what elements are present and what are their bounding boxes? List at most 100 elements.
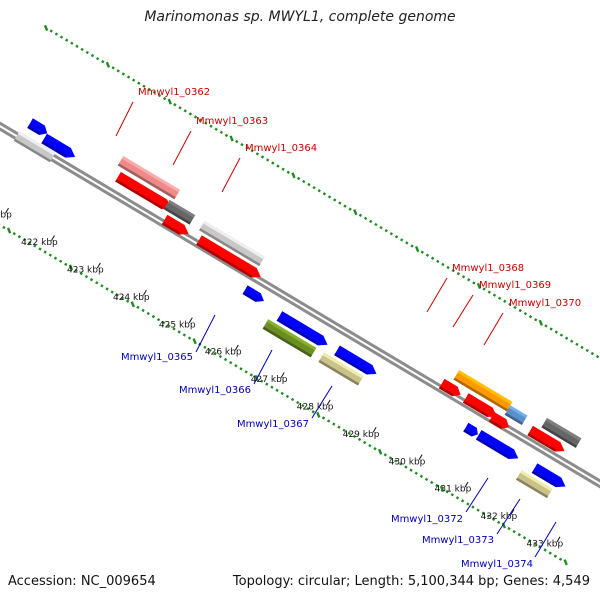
bottom-cds-0367-highlight	[338, 345, 373, 368]
gc-line-upper-dot	[312, 186, 316, 190]
bottom-cds-0373[interactable]	[475, 430, 519, 460]
gc-line-lower-dot	[22, 238, 27, 242]
gc-line-upper-dot	[255, 152, 260, 156]
gene-features	[13, 118, 582, 499]
gc-line-lower-dot	[79, 271, 83, 276]
gc-line-lower-dot	[404, 465, 408, 469]
gc-line-lower-dot	[399, 462, 403, 466]
bottom-cds-0374[interactable]	[531, 463, 566, 488]
kbp-tick-label: 422 kbp	[21, 238, 58, 248]
top-feature-0370-highlight	[545, 417, 582, 441]
gc-line-upper-dot	[235, 139, 239, 144]
gc-line-lower-dot	[527, 539, 532, 543]
gc-line-upper-dot	[358, 213, 363, 217]
backbone-lower	[0, 127, 600, 489]
bottom-cds-0366[interactable]	[276, 311, 328, 346]
top-cds-0368a[interactable]	[438, 378, 461, 397]
gc-line-lower-dot	[543, 548, 547, 552]
gene-label-mmwyl1_0374[interactable]: Mmwyl1_0374	[461, 559, 533, 570]
gc-line-upper-dot	[90, 53, 95, 58]
top-feature-0370[interactable]	[541, 417, 582, 448]
bottom-cds-small[interactable]	[242, 285, 264, 302]
gc-line-lower-dot	[28, 241, 32, 245]
top-cds-0368b[interactable]	[462, 393, 497, 418]
gc-line-upper-dot	[333, 198, 337, 202]
top-cds-0370[interactable]	[527, 425, 565, 452]
gene-label-mmwyl1_0366[interactable]: Mmwyl1_0366	[179, 385, 251, 396]
gc-line-upper-dot	[188, 112, 193, 116]
gc-line-upper-dot	[430, 256, 435, 260]
top-cds-0363[interactable]	[161, 214, 189, 235]
kbp-tick-mark	[50, 235, 55, 241]
gc-line-upper-dot	[296, 176, 301, 181]
gene-label-mmwyl1_0362[interactable]: Mmwyl1_0362	[138, 87, 210, 98]
gc-line-lower-dot	[167, 324, 171, 328]
bottom-label-leader	[253, 349, 273, 385]
gc-line-upper-dot	[482, 287, 486, 291]
gene-label-mmwyl1_0368[interactable]: Mmwyl1_0368	[452, 263, 524, 274]
gene-label-mmwyl1_0365[interactable]: Mmwyl1_0365	[121, 352, 193, 363]
gc-line-upper-dot	[116, 69, 120, 73]
gc-line-upper-dot	[513, 305, 517, 310]
gene-label-mmwyl1_0363[interactable]: Mmwyl1_0363	[196, 116, 268, 127]
top-cds-0362[interactable]	[115, 171, 172, 210]
gc-line-lower-dot	[17, 235, 22, 239]
gc-line-lower-dot	[337, 425, 341, 429]
gc-line-upper-dot	[461, 275, 466, 279]
edge-gene-blue-1[interactable]	[27, 118, 48, 136]
gene-labels[interactable]: Mmwyl1_0362Mmwyl1_0363Mmwyl1_0364Mmwyl1_…	[115, 87, 581, 570]
map-title: Marinomonas sp. MWYL1, complete genome	[144, 9, 456, 25]
gc-line-upper-dot	[549, 327, 553, 331]
gc-line-lower-dot	[53, 256, 58, 260]
bottom-feature-0374[interactable]	[515, 470, 553, 499]
top-feature-0364[interactable]	[199, 220, 265, 267]
gene-label-mmwyl1_0369[interactable]: Mmwyl1_0369	[479, 280, 551, 291]
gc-line-lower-dot	[162, 321, 166, 325]
gc-line-lower-dot	[332, 422, 336, 426]
bottom-feature-0374-highlight	[520, 470, 553, 492]
gc-line-lower-dot	[409, 468, 413, 472]
top-feature-0369[interactable]	[504, 405, 528, 426]
bottom-cds-0373-highlight	[480, 430, 515, 453]
gene-label-mmwyl1_0364[interactable]: Mmwyl1_0364	[245, 143, 317, 154]
gc-line-lower-dot	[563, 559, 568, 566]
top-cds-0364[interactable]	[196, 235, 261, 278]
gene-label-mmwyl1_0367[interactable]: Mmwyl1_0367	[237, 419, 309, 430]
kbp-tick-mark	[96, 262, 101, 269]
gc-line-lower-dot	[229, 361, 233, 365]
gene-label-mmwyl1_0370[interactable]: Mmwyl1_0370	[509, 298, 581, 309]
bottom-label-leader	[311, 385, 333, 419]
gc-line-lower-dot	[296, 400, 300, 405]
top-feature-0368[interactable]	[453, 370, 513, 412]
gc-line-lower-dot	[373, 447, 377, 451]
top-cds-0369[interactable]	[488, 412, 509, 429]
gc-line-upper-dot	[178, 106, 182, 110]
bottom-cds-small-2-shadow	[463, 429, 473, 437]
top-feature-0362-shadow	[117, 163, 176, 200]
gc-line-lower-dot	[239, 367, 243, 371]
gc-line-lower-dot	[419, 474, 424, 478]
gc-line-lower-dot	[2, 225, 6, 230]
gene-label-mmwyl1_0372[interactable]: Mmwyl1_0372	[391, 514, 463, 525]
bottom-cds-0367[interactable]	[334, 345, 377, 375]
gc-line-upper-dot	[343, 204, 347, 208]
edge-gene-grey[interactable]	[13, 131, 56, 163]
gene-label-mmwyl1_0373[interactable]: Mmwyl1_0373	[422, 535, 494, 546]
top-cds-0363-shadow	[161, 222, 181, 235]
top-feature-0362-highlight	[121, 156, 181, 193]
kbp-tick-mark	[142, 290, 147, 296]
top-feature-0362[interactable]	[117, 156, 181, 200]
gc-line-upper-dot	[405, 241, 409, 245]
top-label-leader	[221, 157, 241, 193]
bottom-feature-0367[interactable]	[318, 352, 364, 386]
gc-line-lower-dot	[316, 411, 321, 418]
gc-line-upper-dot	[75, 44, 79, 48]
top-feature-0364-shadow	[199, 228, 261, 267]
bottom-feature-0366[interactable]	[262, 319, 317, 358]
top-feature-0369-highlight	[508, 405, 528, 419]
gc-line-lower-dot	[74, 268, 78, 273]
top-feature-0363[interactable]	[163, 199, 196, 225]
edge-gene-blue-2[interactable]	[41, 133, 76, 158]
top-cds-0362-shadow	[115, 179, 163, 210]
gc-line-upper-dot	[126, 75, 131, 79]
